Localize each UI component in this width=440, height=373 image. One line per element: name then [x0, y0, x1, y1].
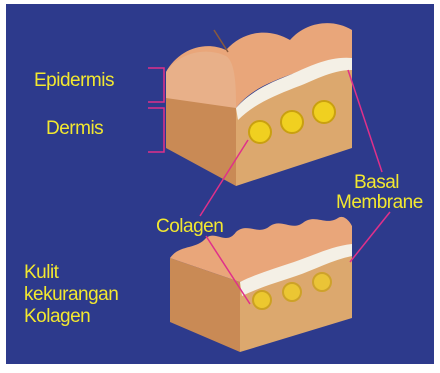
sparse-collagen-1	[253, 291, 271, 309]
basal-membrane-label-line2: Membrane	[336, 192, 423, 214]
dermis-label: Dermis	[46, 118, 103, 140]
basal-membrane-label-line1: Basal	[354, 172, 399, 194]
sparse-collagen-3	[313, 273, 331, 291]
epidermis-label: Epidermis	[34, 70, 114, 92]
collagen-fiber-3	[313, 101, 335, 123]
collagen-fiber-1	[249, 121, 271, 143]
kulit-label-line3: Kolagen	[24, 306, 90, 328]
colagen-label: Colagen	[156, 216, 223, 238]
collagen-fiber-2	[281, 111, 303, 133]
kulit-label-line2: kekurangan	[24, 284, 118, 306]
kulit-label-line1: Kulit	[24, 262, 58, 284]
sparse-collagen-2	[283, 283, 301, 301]
